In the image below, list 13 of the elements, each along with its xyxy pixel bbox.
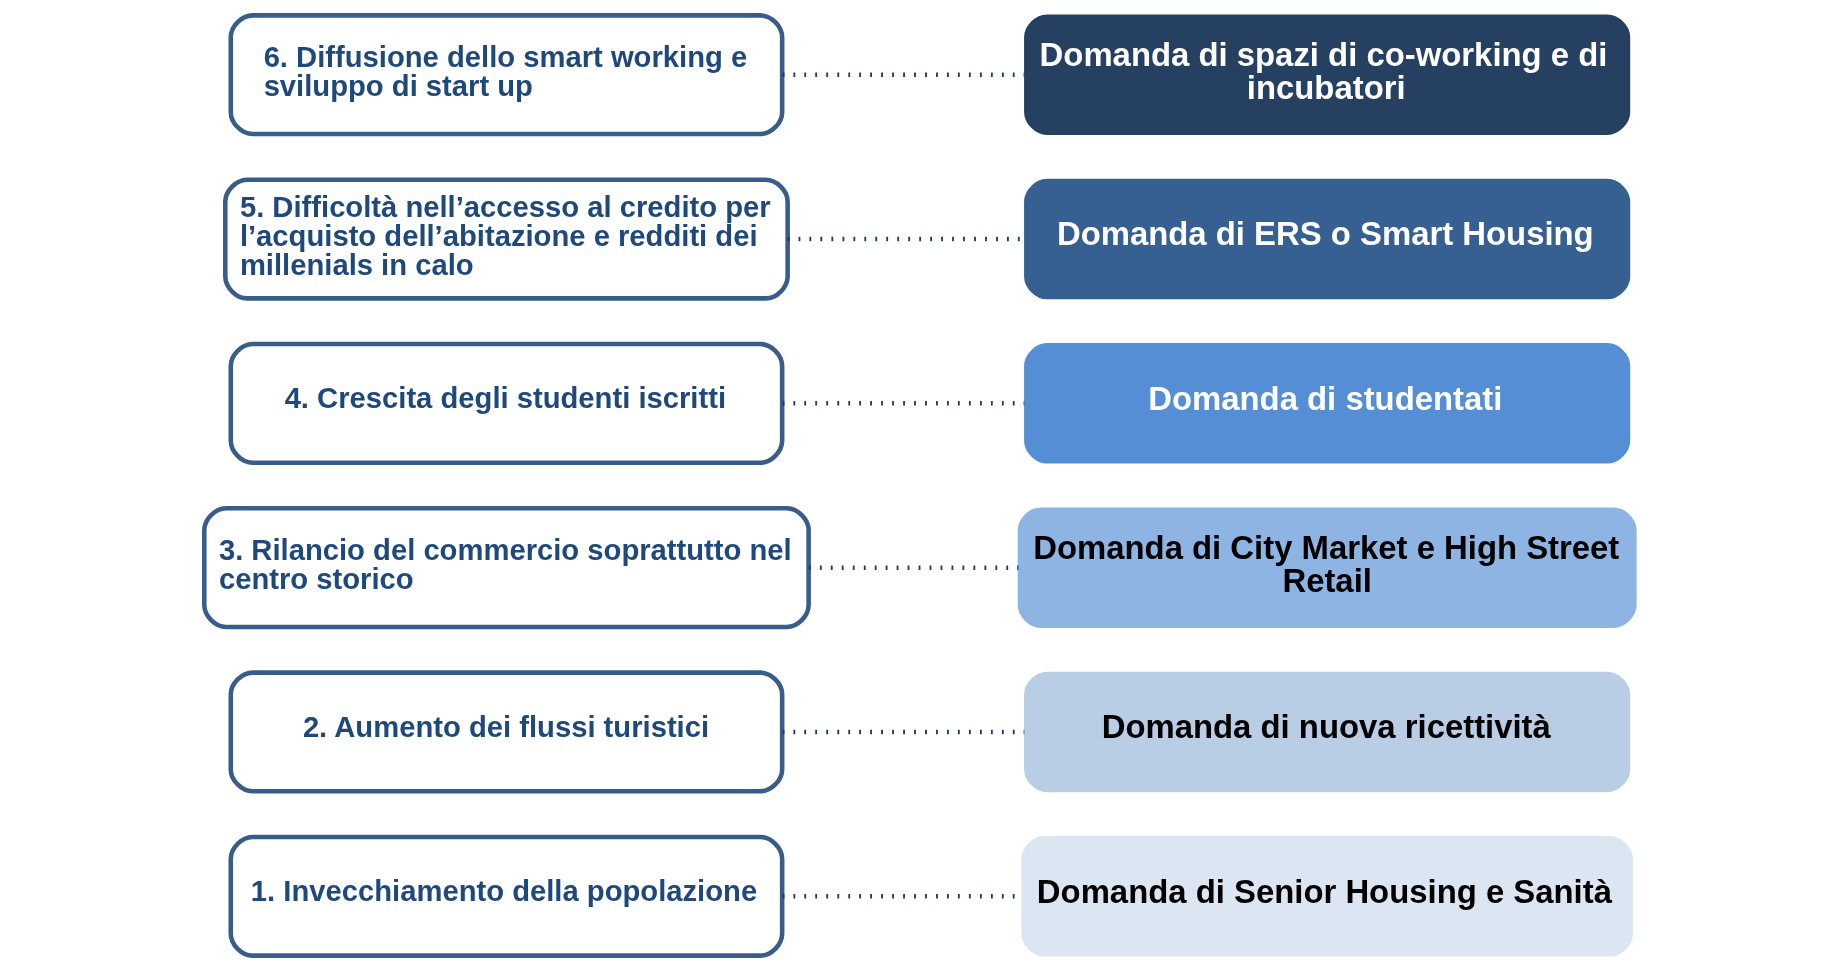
node-box: 5. Difficoltà nell’accesso al credito per l’acquisto dell’abitazione e redditi dei millenials in calo <box>222 177 790 301</box>
node-box: Domanda di City Market e High Street Retail <box>1017 507 1637 628</box>
node-box: 2. Aumento dei flussi turistici <box>228 670 784 794</box>
connector <box>808 565 1018 570</box>
node-box: Domanda di studentati <box>1023 343 1630 464</box>
node-box: 4. Crescita degli studenti iscritti <box>228 341 784 465</box>
node-box: 6. Diffusione dello smart working e sviluppo di start up <box>228 13 784 137</box>
node-box: 3. Rilancio del commercio soprattutto nel centro storico <box>201 506 811 630</box>
node-box: Domanda di nuova ricettività <box>1023 671 1630 793</box>
node-box: 1. Invecchiamento della popolazione <box>228 834 784 958</box>
node-box: Domanda di ERS o Smart Housing <box>1023 178 1630 300</box>
node-box: Domanda di spazi di co-working e di incubatori <box>1023 14 1630 135</box>
node-box: Domanda di Senior Housing e Sanità <box>1020 836 1633 957</box>
